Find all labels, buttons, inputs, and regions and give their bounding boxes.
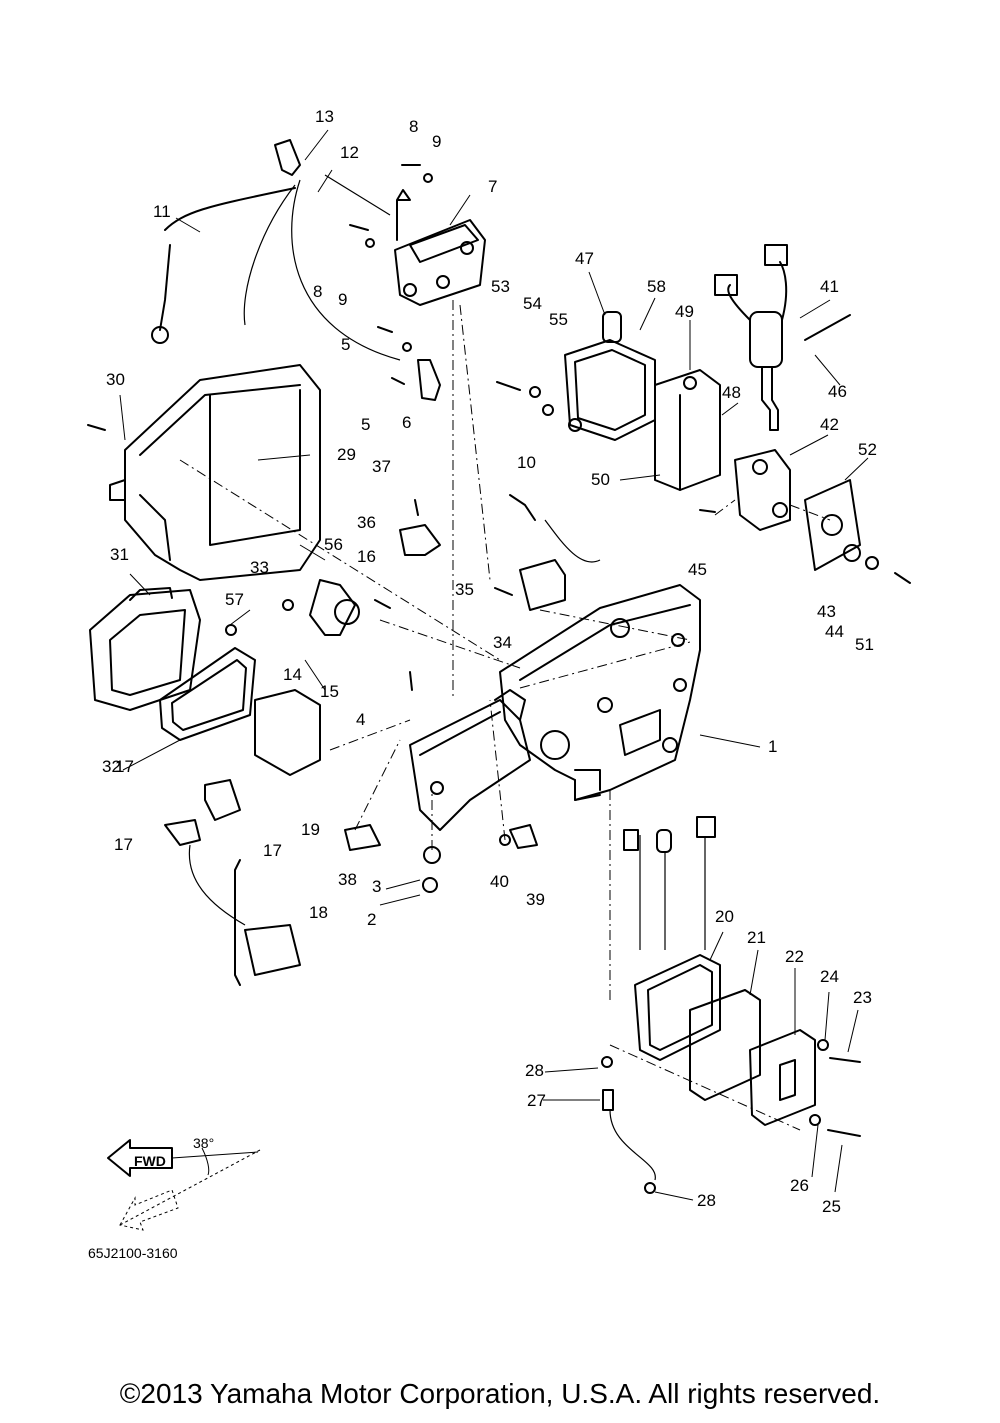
label-leader-lines <box>119 129 869 1201</box>
ignition-coil-part <box>394 189 486 306</box>
part-label: 23 <box>853 988 872 1007</box>
part-label: 28 <box>697 1191 716 1210</box>
part-label: 47 <box>575 249 594 268</box>
filter-cover-part <box>89 587 201 711</box>
part-label: 15 <box>320 682 339 701</box>
part-label: 3 <box>372 877 381 896</box>
mounting-bracket-part <box>654 369 721 491</box>
part-label: 33 <box>250 558 269 577</box>
part-label: 9 <box>338 290 347 309</box>
small-parts <box>87 139 911 1194</box>
part-label: 22 <box>785 947 804 966</box>
part-label: 21 <box>747 928 766 947</box>
copyright-notice: ©2013 Yamaha Motor Corporation, U.S.A. A… <box>119 1378 881 1409</box>
forward-direction-indicator: FWD 38° <box>107 1135 259 1231</box>
part-label: 1 <box>768 737 777 756</box>
part-label: 48 <box>722 383 741 402</box>
part-label: 13 <box>315 107 334 126</box>
part-label: 37 <box>372 457 391 476</box>
fwd-label: FWD <box>134 1153 166 1169</box>
part-label: 14 <box>283 665 302 684</box>
part-label: 24 <box>820 967 839 986</box>
part-label: 53 <box>491 277 510 296</box>
part-label: 8 <box>409 117 418 136</box>
part-label: 20 <box>715 907 734 926</box>
part-label: 43 <box>817 602 836 621</box>
gasket-part <box>159 647 256 741</box>
part-label: 57 <box>225 590 244 609</box>
part-label: 40 <box>490 872 509 891</box>
main-bracket-part <box>499 584 701 801</box>
air-box-part <box>109 364 321 581</box>
part-label: 36 <box>357 513 376 532</box>
part-label: 52 <box>858 440 877 459</box>
part-label: 7 <box>488 177 497 196</box>
part-label: 38 <box>338 870 357 889</box>
wires <box>188 174 706 1181</box>
control-module-part <box>564 311 656 441</box>
rectifier-part <box>634 954 816 1126</box>
part-label: 46 <box>828 382 847 401</box>
part-label: 16 <box>357 547 376 566</box>
part-label: 26 <box>790 1176 809 1195</box>
part-label: 6 <box>402 413 411 432</box>
part-label: 35 <box>455 580 474 599</box>
dash-lines <box>119 300 831 1226</box>
group-bracket <box>234 859 241 986</box>
plug-cap-part <box>714 244 788 431</box>
part-label: 12 <box>340 143 359 162</box>
part-label: 18 <box>309 903 328 922</box>
part-label: 49 <box>675 302 694 321</box>
part-label: 39 <box>526 890 545 909</box>
part-label: 2 <box>367 910 376 929</box>
part-label: 55 <box>549 310 568 329</box>
plate-part <box>804 479 861 571</box>
part-label: 4 <box>356 710 365 729</box>
part-label: 30 <box>106 370 125 389</box>
part-label: 27 <box>527 1091 546 1110</box>
part-label: 31 <box>110 545 129 564</box>
part-label: 42 <box>820 415 839 434</box>
angle-label: 38° <box>193 1135 214 1151</box>
part-label: 34 <box>493 633 512 652</box>
part-label: 56 <box>324 535 343 554</box>
part-label: 5 <box>361 415 370 434</box>
part-label: 10 <box>517 453 536 472</box>
part-label: 45 <box>688 560 707 579</box>
part-label: 25 <box>822 1197 841 1216</box>
part-label: 58 <box>647 277 666 296</box>
part-label: 19 <box>301 820 320 839</box>
part-label: 17 <box>263 841 282 860</box>
part-label: 11 <box>153 202 171 221</box>
fitting-part <box>734 449 791 531</box>
part-label: 9 <box>432 132 441 151</box>
part-label: 32 <box>102 757 121 776</box>
part-number-labels: 1 2 3 4 5 5 6 7 8 8 9 9 10 11 12 13 14 1… <box>102 107 877 1216</box>
part-label: 8 <box>313 282 322 301</box>
part-label: 54 <box>523 294 542 313</box>
part-label: 5 <box>341 335 350 354</box>
part-label: 51 <box>855 635 874 654</box>
lower-cover-part <box>409 689 531 831</box>
part-label: 41 <box>820 277 839 296</box>
part-label: 17 <box>114 835 133 854</box>
part-label: 17 <box>115 757 134 776</box>
part-label: 29 <box>337 445 356 464</box>
part-label: 50 <box>591 470 610 489</box>
part-label: 44 <box>825 622 844 641</box>
drawing-code: 65J2100-3160 <box>88 1245 178 1261</box>
part-label: 28 <box>525 1061 544 1080</box>
